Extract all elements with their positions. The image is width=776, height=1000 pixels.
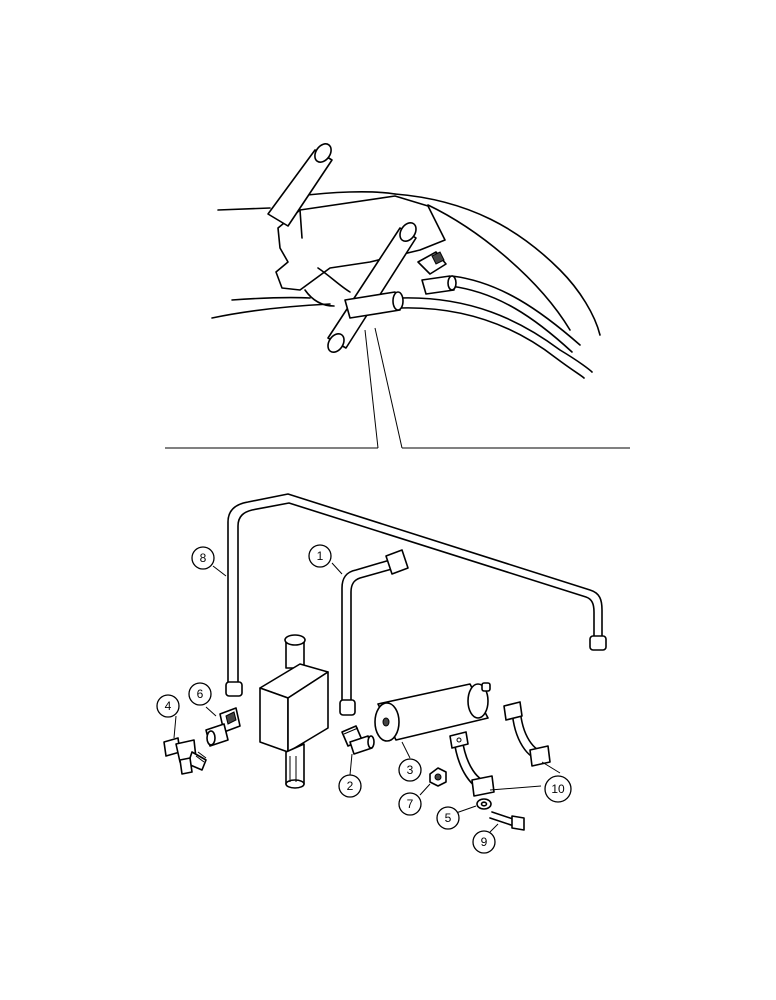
callout-1: 1 (308, 544, 332, 568)
nut-part (429, 767, 447, 787)
tube-short-part (339, 549, 409, 716)
callout-4: 4 (156, 694, 180, 718)
callout-5-label: 5 (445, 811, 452, 825)
callout-3-label: 3 (407, 763, 414, 777)
callout-6: 6 (188, 682, 212, 706)
valve-block-part (259, 634, 329, 789)
accumulator-part (374, 682, 491, 742)
elbow-fitting-2-part (341, 725, 375, 755)
callout-7-label: 7 (407, 797, 414, 811)
callout-5: 5 (436, 806, 460, 830)
callout-1-label: 1 (317, 549, 324, 563)
washer-part (476, 798, 492, 810)
callout-10-label: 10 (551, 782, 565, 796)
exploded-parts-view (163, 493, 607, 833)
callout-8-label: 8 (200, 551, 207, 565)
callout-3: 3 (398, 758, 422, 782)
elbow-fitting-6-part (205, 707, 241, 747)
callout-2-label: 2 (347, 779, 354, 793)
leader-lines (173, 562, 561, 833)
tube-long-part (225, 493, 607, 697)
callout-9-label: 9 (481, 835, 488, 849)
callout-9: 9 (472, 830, 496, 854)
callout-10: 10 (544, 775, 572, 803)
callout-2: 2 (338, 774, 362, 798)
tee-fitting-part (163, 737, 207, 775)
bolt-part (489, 811, 525, 831)
callout-4-label: 4 (165, 699, 172, 713)
clamp-right-part (503, 701, 551, 767)
machine-location-view (165, 143, 630, 449)
callout-8: 8 (191, 546, 215, 570)
clamp-left-part (449, 731, 495, 797)
callout-7: 7 (398, 792, 422, 816)
callout-6-label: 6 (197, 687, 204, 701)
